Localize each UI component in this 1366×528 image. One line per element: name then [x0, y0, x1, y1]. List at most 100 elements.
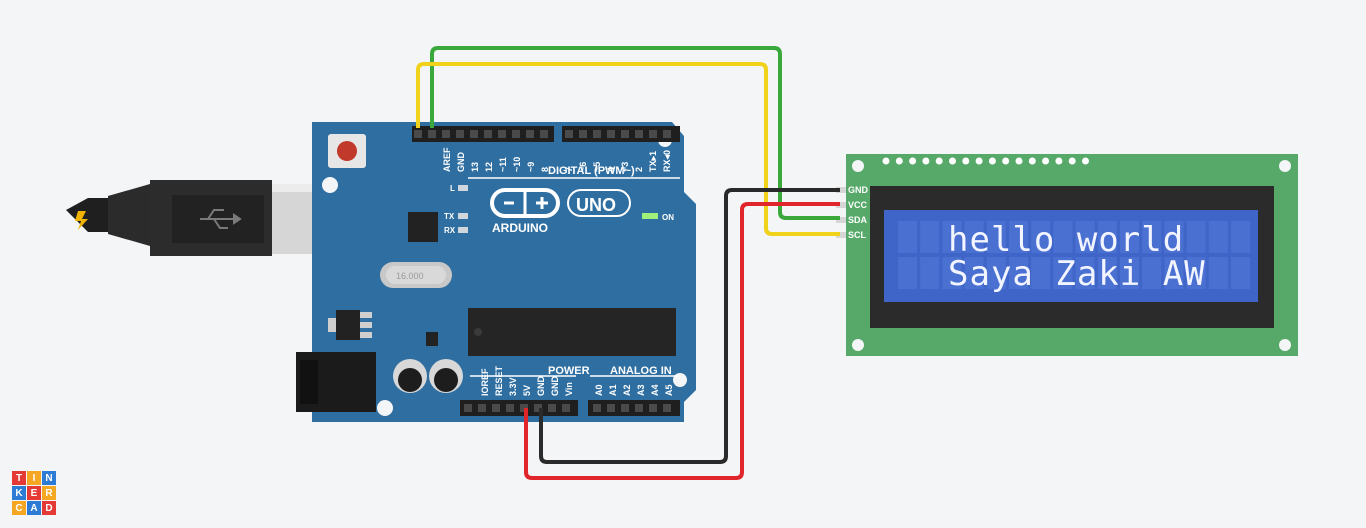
lightning-icon	[75, 211, 88, 230]
header-pin[interactable]	[548, 404, 556, 412]
lcd-header-hole	[1002, 157, 1010, 165]
arduino-logo-text: ARDUINO	[492, 221, 548, 235]
lcd-char-cell	[1186, 257, 1206, 289]
lcd-header-hole	[1082, 157, 1089, 165]
header-pin[interactable]	[607, 404, 615, 412]
header-pin[interactable]	[512, 130, 520, 138]
pin-label: ~5	[592, 162, 602, 172]
lcd-char-cell	[1009, 257, 1028, 289]
lcd-char-cell	[1097, 221, 1117, 253]
lcd-char-cell	[898, 257, 917, 289]
lcd-char-cell	[964, 257, 984, 289]
lcd-pin[interactable]	[836, 202, 846, 208]
pin-label: 12	[484, 162, 494, 172]
lcd-pin-label: SCL	[848, 230, 867, 240]
lcd-char-cell	[1053, 221, 1073, 253]
header-pin[interactable]	[635, 130, 643, 138]
reset-button[interactable]	[328, 134, 366, 168]
header-pin[interactable]	[540, 130, 548, 138]
header-pin[interactable]	[498, 130, 506, 138]
lcd-char-cell	[1075, 221, 1095, 253]
header-pin[interactable]	[464, 404, 472, 412]
header-pin[interactable]	[593, 130, 601, 138]
header-pin[interactable]	[621, 130, 629, 138]
pin-label: TX▸1	[648, 151, 658, 172]
pin-label: ~11	[498, 157, 508, 172]
pin-label: A0	[594, 384, 604, 396]
pin-label: 7	[564, 167, 574, 172]
wire-yellow-scl[interactable]	[416, 62, 840, 236]
header-pin[interactable]	[607, 130, 615, 138]
pin-label: ~9	[526, 162, 536, 172]
pin-label: RX◂0	[662, 150, 672, 172]
lcd-char-cell	[1231, 221, 1250, 253]
wire-red-vcc[interactable]	[524, 202, 840, 480]
pin-label: 13	[470, 162, 480, 172]
header-pin[interactable]	[649, 130, 657, 138]
lcd-line-2: Saya Zaki AW	[948, 254, 1206, 294]
dc-power-jack[interactable]	[296, 352, 376, 412]
power-header[interactable]	[460, 400, 578, 416]
wire-green-sda[interactable]	[430, 46, 840, 220]
led-tx-label: TX	[444, 212, 455, 221]
header-pin[interactable]	[593, 404, 601, 412]
header-pin[interactable]	[635, 404, 643, 412]
lcd-pin-label: VCC	[848, 200, 868, 210]
logo-letter: I	[27, 471, 41, 485]
pin-label: GND	[550, 376, 560, 397]
header-pin[interactable]	[492, 404, 500, 412]
svg-text:16.000: 16.000	[396, 271, 424, 281]
header-pin[interactable]	[506, 404, 514, 412]
header-pin[interactable]	[565, 130, 573, 138]
usb-cable[interactable]	[66, 180, 342, 256]
pin-label: A2	[622, 384, 632, 396]
uno-model-label: UNO	[576, 195, 616, 215]
led-rx	[458, 227, 468, 233]
header-pin[interactable]	[663, 404, 671, 412]
lcd-char-cell	[1142, 221, 1162, 253]
led-tx	[458, 213, 468, 219]
lcd-char-cell	[1053, 257, 1073, 289]
header-pin[interactable]	[534, 404, 542, 412]
lcd-char-cell	[898, 221, 917, 253]
header-pin[interactable]	[526, 130, 534, 138]
logo-letter: N	[42, 471, 56, 485]
lcd-char-cell	[942, 257, 962, 289]
header-pin[interactable]	[428, 130, 436, 138]
lcd-char-cell	[1120, 257, 1139, 289]
header-pin[interactable]	[442, 130, 450, 138]
header-pin[interactable]	[414, 130, 422, 138]
header-pin[interactable]	[649, 404, 657, 412]
logo-letter: K	[12, 486, 26, 500]
header-pin[interactable]	[470, 130, 478, 138]
header-pin[interactable]	[562, 404, 570, 412]
header-pin[interactable]	[621, 404, 629, 412]
wire-black-gnd[interactable]	[539, 188, 840, 464]
logo-letter: C	[12, 501, 26, 515]
header-pin[interactable]	[478, 404, 486, 412]
header-pin[interactable]	[484, 130, 492, 138]
lcd-char-cell	[1120, 221, 1139, 253]
lcd-pin[interactable]	[836, 217, 846, 223]
header-pin[interactable]	[663, 130, 671, 138]
lcd-pin[interactable]	[836, 187, 846, 193]
lcd-header-hole	[882, 157, 890, 165]
led-l-label: L	[450, 184, 455, 193]
pin-label: 3.3V	[508, 377, 518, 396]
header-pin[interactable]	[579, 130, 587, 138]
lcd-header-hole	[922, 157, 930, 165]
lcd-char-cell	[1009, 221, 1028, 253]
pin-label: ~3	[620, 162, 630, 172]
led-l	[458, 185, 468, 191]
power-on-led	[642, 213, 658, 219]
lcd-header-hole	[975, 157, 983, 165]
header-pin[interactable]	[456, 130, 464, 138]
lcd-pin[interactable]	[836, 232, 846, 238]
pin-label: A3	[636, 384, 646, 396]
